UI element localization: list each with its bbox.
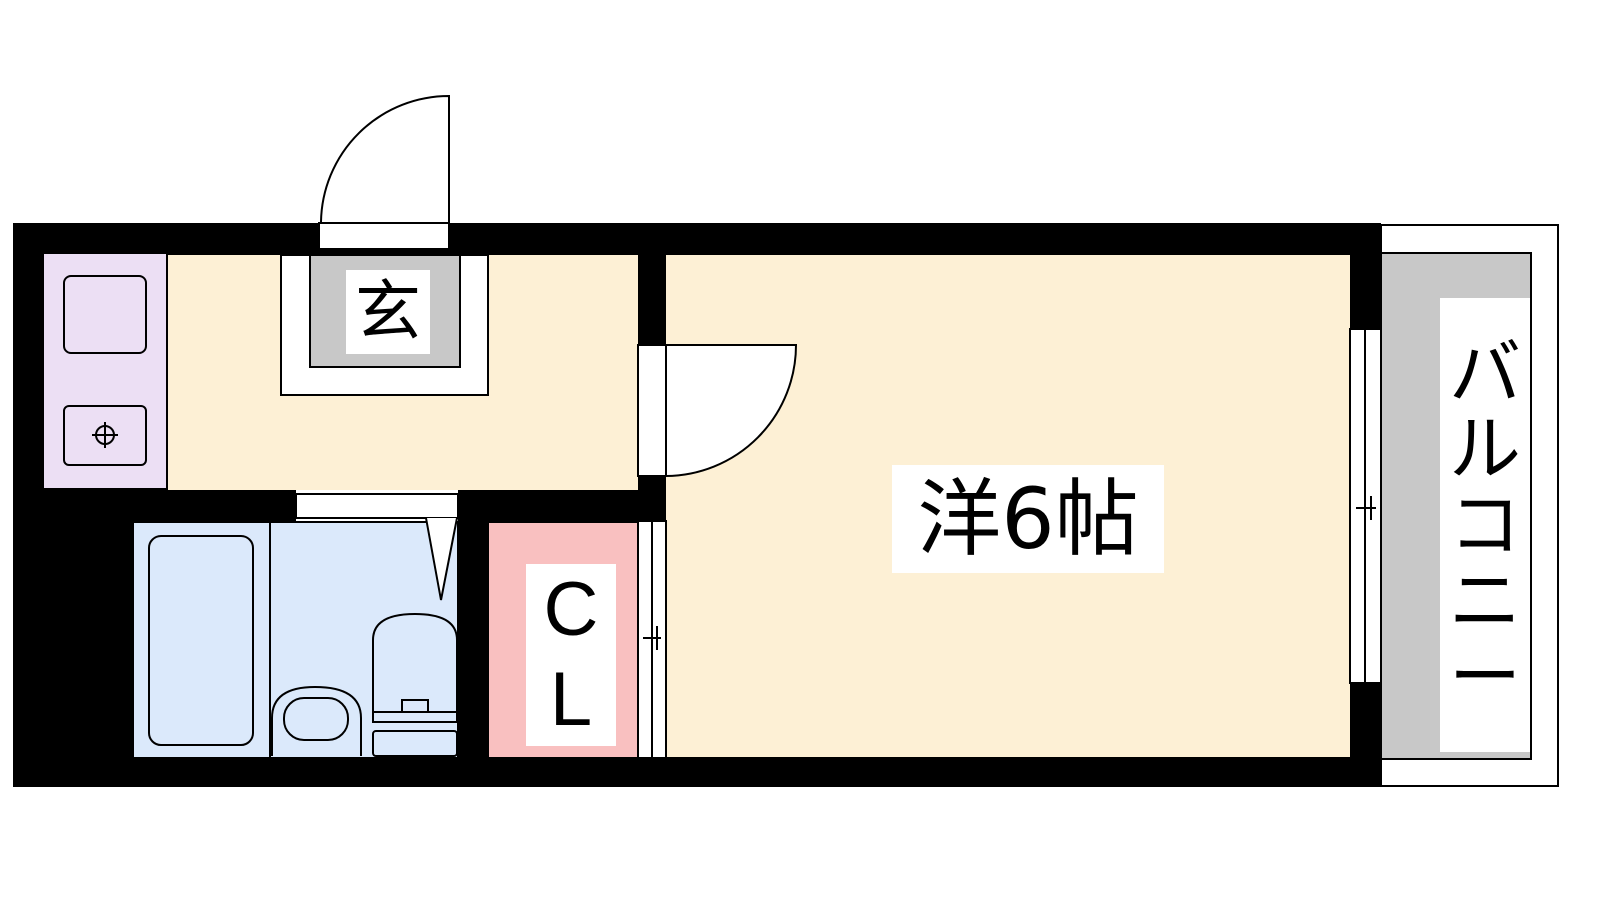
stove-burner-icon [92, 422, 118, 448]
kitchen-counter [42, 252, 168, 490]
door-swing-icon [665, 344, 798, 478]
entrance-label: 玄 [346, 270, 430, 354]
balcony-label-char-5: ー [1448, 635, 1521, 719]
balcony-label-char-4: ニ [1448, 559, 1521, 643]
door-swing-icon [425, 517, 458, 601]
interior-partition [637, 253, 798, 521]
entrance-door-opening [318, 222, 450, 250]
washbasin-icon [271, 685, 362, 756]
western-room-label: 洋6帖 [892, 465, 1164, 573]
balcony-label: バ ル コ ニ ー [1440, 298, 1530, 752]
bathtub-icon [148, 535, 254, 746]
bathroom [132, 517, 459, 759]
balcony-label-char-1: バ [1448, 331, 1521, 415]
sink-icon [63, 275, 147, 354]
stove-icon [63, 405, 147, 466]
balcony-label-char-2: ル [1448, 407, 1521, 491]
toilet-icon [372, 612, 458, 757]
closet-label-l: L [549, 657, 593, 742]
bathroom-wall [43, 490, 638, 760]
closet-label-c: C [543, 567, 599, 652]
balcony-label-char-3: コ [1448, 483, 1521, 567]
door-swing-icon [320, 94, 450, 223]
window-icon [1349, 328, 1382, 684]
outer-walls [13, 223, 1381, 787]
closet-label: C L [526, 564, 616, 746]
